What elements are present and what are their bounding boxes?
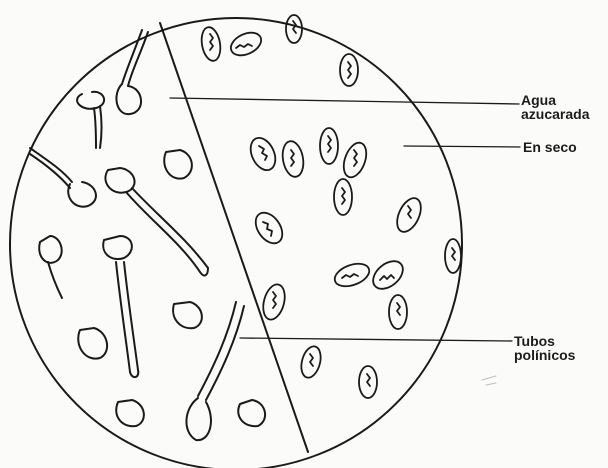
leader-lines xyxy=(170,98,520,341)
pollen-grain xyxy=(238,400,265,426)
pollen-tube xyxy=(206,306,244,400)
pollen-tube xyxy=(30,154,70,188)
dry-grain xyxy=(280,140,306,179)
pollen-tube xyxy=(30,148,72,182)
leader-agua xyxy=(170,98,519,104)
pollen-grain xyxy=(39,236,61,263)
pollen-grain xyxy=(116,84,141,114)
pollen-tube xyxy=(116,262,130,372)
dry-grain xyxy=(368,256,408,295)
pollen-grain xyxy=(68,182,96,207)
pollen-tube xyxy=(132,188,208,268)
label-agua-azucarada: Agua azucarada xyxy=(521,93,589,121)
pollen-tube xyxy=(126,192,200,272)
dry-grain xyxy=(227,28,264,60)
leader-tubos xyxy=(240,338,512,341)
smudge-mark xyxy=(482,376,496,385)
label-tubos-line1: Tubos xyxy=(514,334,575,348)
pollen-grain xyxy=(173,302,202,328)
label-tubos-line2: polínicos xyxy=(514,348,575,362)
pollen-grain xyxy=(77,92,104,148)
dry-grain xyxy=(250,208,288,248)
pollen-grain xyxy=(103,236,132,259)
label-agua-line2: azucarada xyxy=(521,107,589,121)
pollen-grain xyxy=(186,398,211,440)
pollen-tube xyxy=(130,370,138,377)
pollen-grain xyxy=(105,168,134,193)
pollen-grain xyxy=(78,328,107,359)
pollen-tube xyxy=(124,262,138,370)
label-tubos-polinicos: Tubos polínicos xyxy=(514,334,575,362)
pollen-grain xyxy=(116,400,144,426)
label-agua-line1: Agua xyxy=(521,93,589,107)
leader-seco xyxy=(404,146,520,147)
pollen-grain xyxy=(164,150,192,179)
germinated-pollen-grains xyxy=(30,30,265,440)
label-en-seco: En seco xyxy=(523,140,577,154)
pollen-grain xyxy=(48,262,62,298)
pollen-tube xyxy=(200,268,208,275)
